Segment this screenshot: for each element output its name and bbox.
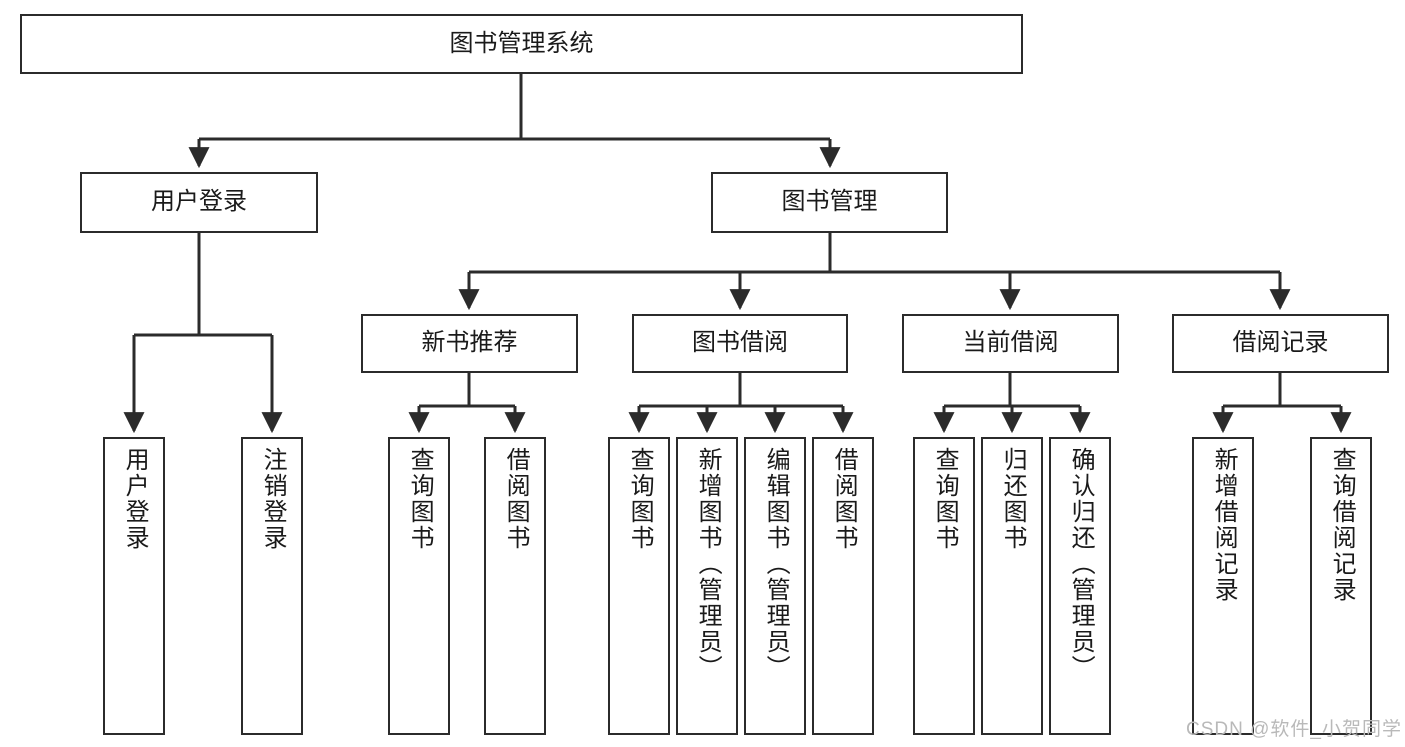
node-leaf-borrow-book[interactable]: 借阅图书 xyxy=(812,437,874,735)
node-book-management-label: 图书管理 xyxy=(781,188,878,216)
node-leaf-confirm-return[interactable]: 确认归还（管理员） xyxy=(1049,437,1111,735)
node-root-label: 图书管理系统 xyxy=(449,29,594,57)
node-leaf-user-login-label: 用户登录 xyxy=(121,447,149,551)
node-leaf-add-record[interactable]: 新增借阅记录 xyxy=(1192,437,1254,735)
node-new-book-recommend-label: 新书推荐 xyxy=(421,329,518,357)
node-leaf-query-book-rec-label: 查询图书 xyxy=(406,447,434,551)
node-new-book-recommend[interactable]: 新书推荐 xyxy=(361,314,578,373)
node-leaf-add-record-label: 新增借阅记录 xyxy=(1210,447,1238,603)
node-leaf-borrow-book-rec-label: 借阅图书 xyxy=(502,447,530,551)
node-leaf-user-logout-label: 注销登录 xyxy=(259,447,287,551)
node-leaf-return-book-label: 归还图书 xyxy=(999,447,1027,551)
node-leaf-return-book[interactable]: 归还图书 xyxy=(981,437,1043,735)
node-leaf-borrow-book-label: 借阅图书 xyxy=(830,447,858,551)
node-book-borrow[interactable]: 图书借阅 xyxy=(632,314,848,373)
node-leaf-query-book-rec[interactable]: 查询图书 xyxy=(388,437,450,735)
node-current-borrow[interactable]: 当前借阅 xyxy=(902,314,1119,373)
node-leaf-user-login[interactable]: 用户登录 xyxy=(103,437,165,735)
node-leaf-edit-book-label: 编辑图书（管理员） xyxy=(762,447,790,681)
node-book-management[interactable]: 图书管理 xyxy=(711,172,948,233)
node-leaf-query-record[interactable]: 查询借阅记录 xyxy=(1310,437,1372,735)
node-leaf-query-book-cur-label: 查询图书 xyxy=(931,447,959,551)
node-leaf-confirm-return-label: 确认归还（管理员） xyxy=(1067,447,1095,681)
node-user-login-label: 用户登录 xyxy=(151,188,247,216)
node-root[interactable]: 图书管理系统 xyxy=(20,14,1023,74)
node-leaf-add-book-label: 新增图书（管理员） xyxy=(694,447,722,681)
node-leaf-query-record-label: 查询借阅记录 xyxy=(1328,447,1356,603)
node-leaf-query-book-borrow-label: 查询图书 xyxy=(626,447,654,551)
node-leaf-add-book[interactable]: 新增图书（管理员） xyxy=(676,437,738,735)
node-current-borrow-label: 当前借阅 xyxy=(962,329,1059,357)
node-leaf-edit-book[interactable]: 编辑图书（管理员） xyxy=(744,437,806,735)
node-leaf-user-logout[interactable]: 注销登录 xyxy=(241,437,303,735)
node-borrow-record[interactable]: 借阅记录 xyxy=(1172,314,1389,373)
node-book-borrow-label: 图书借阅 xyxy=(692,329,788,357)
node-leaf-query-book-cur[interactable]: 查询图书 xyxy=(913,437,975,735)
node-leaf-borrow-book-rec[interactable]: 借阅图书 xyxy=(484,437,546,735)
node-user-login[interactable]: 用户登录 xyxy=(80,172,318,233)
node-leaf-query-book-borrow[interactable]: 查询图书 xyxy=(608,437,670,735)
node-borrow-record-label: 借阅记录 xyxy=(1232,329,1329,357)
